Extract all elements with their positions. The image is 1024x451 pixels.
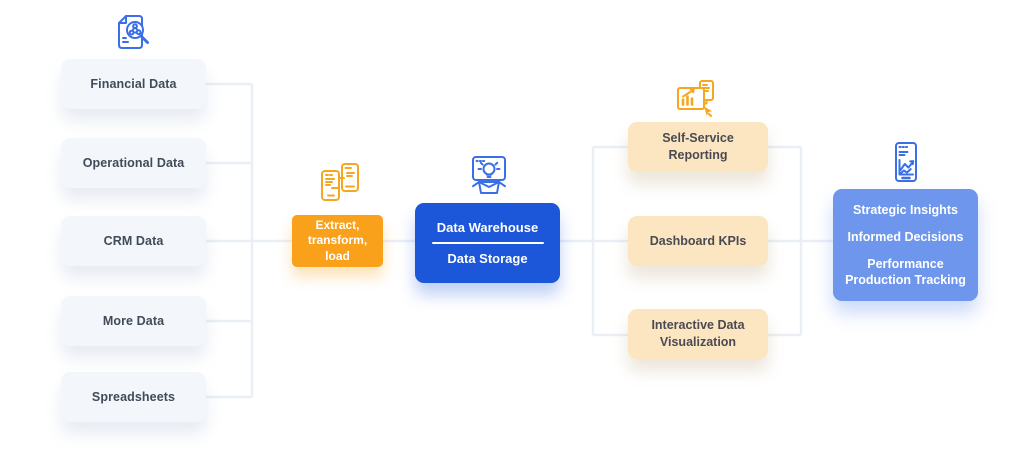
- source-box-crm: CRM Data: [61, 216, 206, 266]
- divider: [431, 242, 544, 244]
- etl-label: Extract, transform, load: [307, 217, 368, 263]
- source-box-spreadsheets: Spreadsheets: [61, 372, 206, 422]
- warehouse-subtitle: Data Storage: [447, 251, 528, 266]
- source-box-financial: Financial Data: [61, 59, 206, 109]
- output-box-dashboard-kpis: Dashboard KPIs: [628, 216, 768, 266]
- dashboard-report-icon: [673, 77, 721, 125]
- insights-box: Strategic Insights Informed Decisions Pe…: [833, 189, 978, 301]
- warehouse-title: Data Warehouse: [436, 220, 539, 235]
- output-box-self-service-reporting: Self-Service Reporting: [628, 122, 768, 172]
- source-label: Operational Data: [82, 156, 185, 170]
- idea-box-icon: [465, 152, 513, 200]
- source-box-more: More Data: [61, 296, 206, 346]
- output-label: Dashboard KPIs: [649, 233, 747, 248]
- etl-box: Extract, transform, load: [292, 215, 383, 267]
- insight-item: Informed Decisions: [847, 229, 964, 244]
- output-label: Self-Service Reporting: [662, 131, 734, 162]
- data-warehouse-box: Data Warehouse Data Storage: [415, 203, 560, 283]
- source-box-operational: Operational Data: [61, 138, 206, 188]
- output-label: Interactive Data Visualization: [651, 318, 745, 349]
- document-analysis-icon: [109, 11, 157, 59]
- device-data-sync-icon: [316, 158, 364, 206]
- source-label: CRM Data: [103, 234, 164, 248]
- insight-item: Performance Production Tracking: [845, 257, 966, 288]
- source-label: Financial Data: [90, 77, 177, 91]
- mobile-analytics-icon: [882, 139, 930, 187]
- output-box-interactive-visualization: Interactive Data Visualization: [628, 309, 768, 359]
- source-label: More Data: [102, 314, 165, 328]
- source-label: Spreadsheets: [91, 390, 176, 404]
- insight-item: Strategic Insights: [853, 202, 958, 217]
